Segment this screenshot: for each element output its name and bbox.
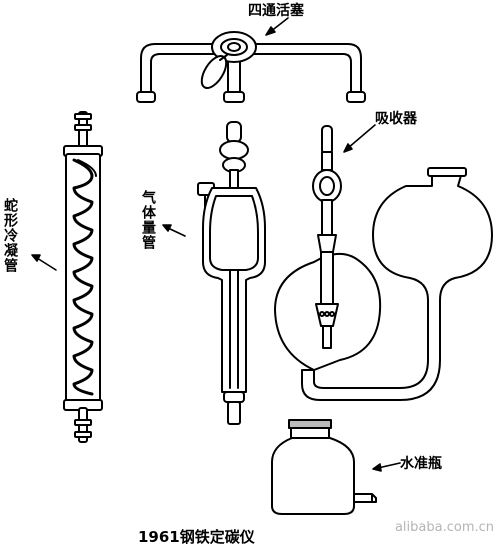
level-bottle	[271, 419, 377, 515]
label-level-bottle: 水准瓶	[400, 456, 442, 472]
label-gas-burette: 气体量管	[140, 190, 156, 250]
label-coil-condenser: 蛇形冷凝管	[2, 198, 18, 273]
watermark: alibaba.com.cn	[394, 520, 494, 535]
absorber	[274, 125, 493, 401]
product-title: 1961钢铁定碳仪	[138, 528, 255, 546]
label-arrows	[31, 17, 401, 472]
coil-condenser	[63, 111, 103, 443]
label-absorber: 吸收器	[375, 111, 417, 127]
label-four-way-stopcock: 四通活塞	[248, 3, 304, 19]
four-way-stopcock	[136, 31, 366, 103]
gas-burette	[197, 121, 266, 425]
